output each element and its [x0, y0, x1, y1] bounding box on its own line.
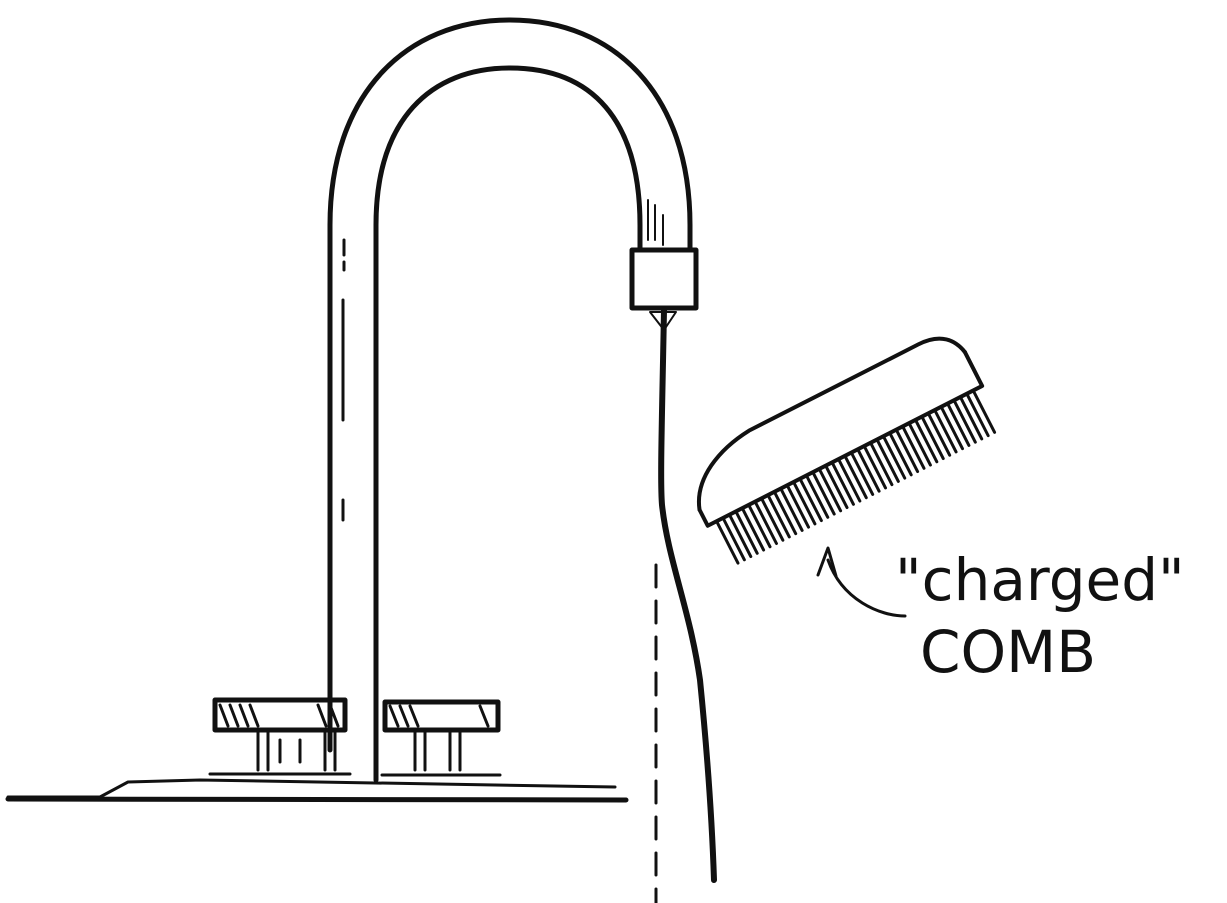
countertop — [8, 774, 626, 800]
charged-comb — [678, 327, 1004, 568]
comb-label-line-2: COMB — [920, 618, 1096, 686]
faucet-aerator — [632, 250, 696, 308]
water-stream — [661, 310, 714, 880]
comb-label-line-1: "charged" — [895, 546, 1185, 614]
left-faucet-handle — [215, 700, 345, 770]
faucet-spout — [330, 20, 690, 780]
comb-teeth — [718, 392, 995, 563]
label-arrow — [818, 548, 905, 616]
right-faucet-handle — [385, 702, 498, 770]
